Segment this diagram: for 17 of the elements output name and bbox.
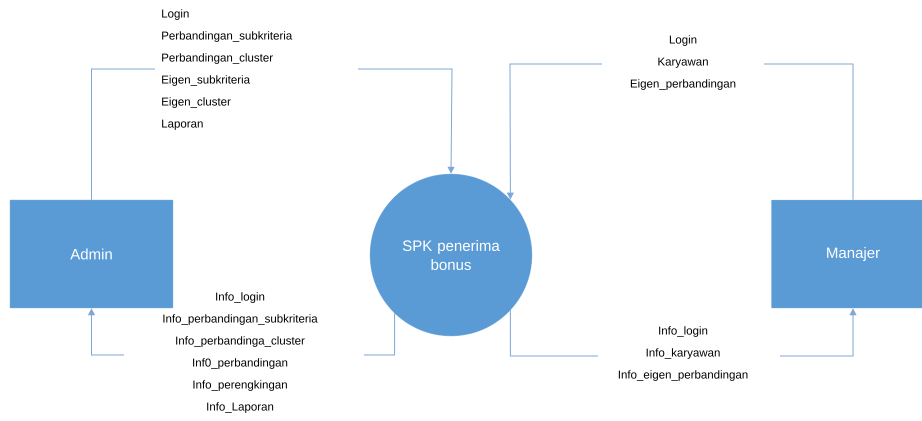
edge-label: Login xyxy=(162,9,189,20)
edge-label: Info_perbandinga_cluster xyxy=(176,336,305,347)
edge-label: Info_perbandingan_subkriteria xyxy=(163,314,318,325)
edge-label: Eigen_subkriteria xyxy=(162,75,250,86)
edge-label: Perbandingan_subkriteria xyxy=(162,31,292,42)
entity-box: Manajer xyxy=(771,200,922,308)
edge-label: Login Perbandingan_subkriteria Perbandingan_cluster Eigen_subkriteria Eigen_cluster Laporan xyxy=(155,9,358,130)
entity-box: Admin xyxy=(10,200,174,308)
edge-label: Login Karyawan Eigen_perbandingan xyxy=(602,35,764,90)
edge-label: Inf0_perbandingan xyxy=(193,358,288,369)
edge-label: Eigen_cluster xyxy=(162,97,231,108)
edge-label: Info_perengkingan xyxy=(193,380,287,391)
edge-label: Info_login xyxy=(216,292,264,303)
edge-label: Info_login Info_karyawan Info_eigen_perbandingan xyxy=(598,326,780,381)
edge-label: Perbandingan_cluster xyxy=(162,53,273,64)
edge-label: Laporan xyxy=(162,120,203,130)
edge-label: Info_Laporan xyxy=(207,402,274,413)
